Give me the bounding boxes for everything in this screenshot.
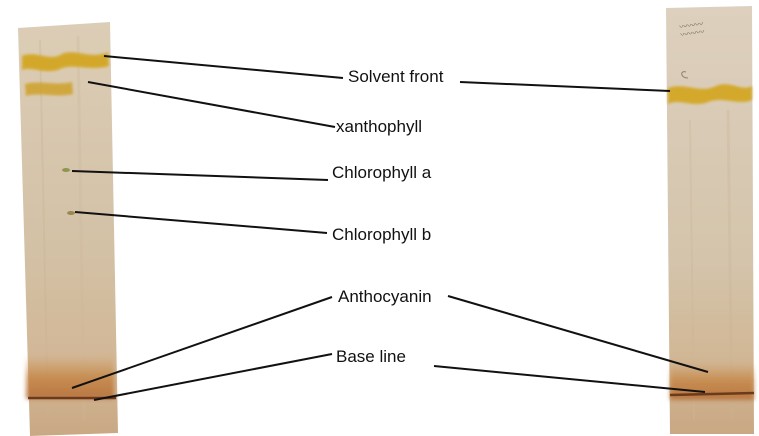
- label-base-line: Base line: [336, 348, 406, 365]
- label-chlorophyll-a: Chlorophyll a: [332, 164, 431, 181]
- label-xanthophyll: xanthophyll: [336, 118, 422, 135]
- leader-base-line-left: [94, 354, 332, 400]
- left-chlorophyll-b-spot: [67, 211, 75, 215]
- handwritten-note: 〰〰〰〰〰〰: [679, 20, 705, 40]
- label-chlorophyll-b: Chlorophyll b: [332, 226, 431, 243]
- right-chromatography-strip: [666, 6, 754, 434]
- leader-base-line-right: [434, 366, 705, 392]
- leader-solvent-front-right: [460, 82, 670, 91]
- label-anthocyanin: Anthocyanin: [338, 288, 432, 305]
- label-solvent-front: Solvent front: [348, 68, 443, 85]
- leader-solvent-front-left: [104, 56, 343, 78]
- left-chlorophyll-a-spot: [62, 168, 70, 172]
- left-xanthophyll-band: [25, 82, 73, 96]
- leader-xanthophyll: [88, 82, 335, 127]
